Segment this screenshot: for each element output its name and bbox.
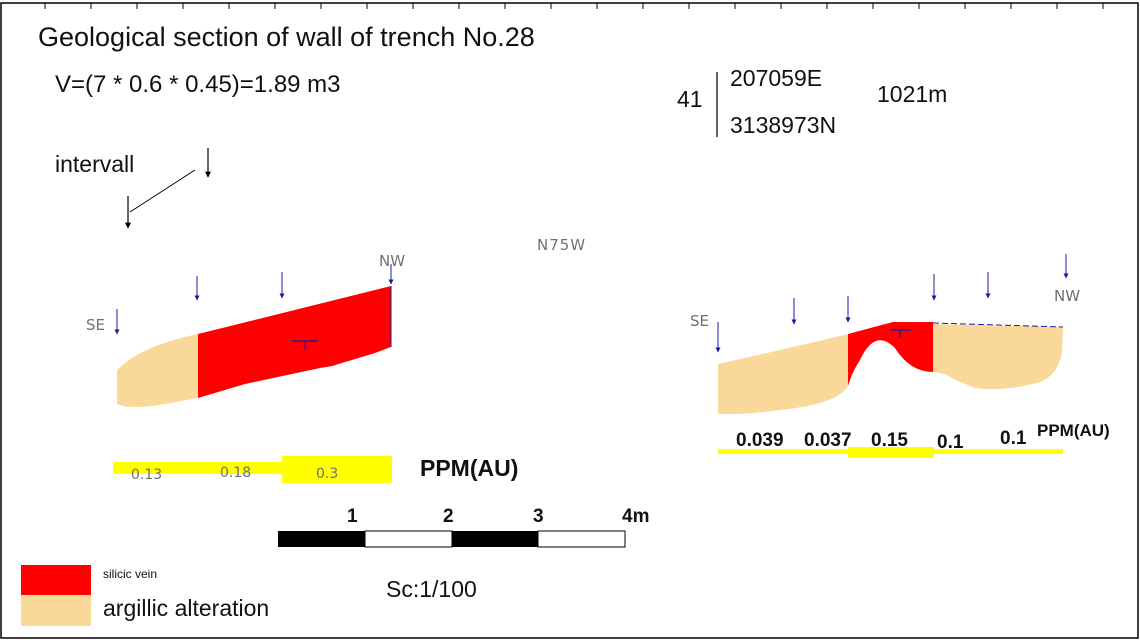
northing-value: 3138973N <box>730 112 836 138</box>
right-assay-value: 0.1 <box>937 432 964 453</box>
scale-tick-label: 2 <box>443 506 454 527</box>
point-id: 41 <box>677 86 703 112</box>
legend-label-argillic-alteration: argillic alteration <box>103 595 269 621</box>
scale-bar-segment <box>278 531 365 547</box>
point-coordinates: 41 207059E 3138973N 1021m <box>677 65 947 138</box>
scale-tick-label: 3 <box>533 506 544 527</box>
right-se-label: SE <box>690 312 709 330</box>
legend-swatch-silicic-vein <box>21 565 91 595</box>
left-assay-value: 0.18 <box>220 465 251 481</box>
left-nw-label: NW <box>379 252 405 270</box>
right-section: SE NW 0.039 0.037 0.15 0.1 0.1 PPM(AU) <box>690 254 1110 458</box>
interval-indicator: intervall <box>55 148 211 229</box>
legend-label-silicic-vein: silicic vein <box>103 567 157 581</box>
right-assay-value: 0.039 <box>736 430 784 451</box>
volume-formula: V=(7 * 0.6 * 0.45)=1.89 m3 <box>55 71 341 98</box>
scale-bar-segment <box>452 531 538 547</box>
left-argillic-zone <box>117 334 198 407</box>
interval-label: intervall <box>55 151 134 177</box>
right-nw-label: NW <box>1054 287 1080 305</box>
scale-bar-segment <box>364 530 453 548</box>
section-title: Geological section of wall of trench No.… <box>38 22 535 52</box>
assay-bar-segment <box>113 462 198 474</box>
assay-bar-segment <box>282 456 392 483</box>
assay-bar-segment <box>848 447 934 458</box>
assay-bar-segment <box>718 449 849 454</box>
right-assay-unit: PPM(AU) <box>1037 421 1110 440</box>
right-sample-markers <box>715 254 1069 353</box>
left-se-label: SE <box>86 316 105 334</box>
trend-direction: N75W <box>537 236 586 254</box>
strike-dip-symbol <box>292 340 318 350</box>
easting-value: 207059E <box>730 65 822 91</box>
interval-connector-line <box>129 169 196 213</box>
left-silicic-vein-zone <box>198 286 391 398</box>
scale-tick-label: 1 <box>347 506 358 527</box>
frame-ticks <box>44 3 1104 9</box>
right-surface-line <box>932 322 1064 328</box>
right-silicic-vein-zone <box>848 322 933 386</box>
right-argillic-zone-se <box>718 334 848 415</box>
right-assay-value: 0.037 <box>804 430 852 451</box>
scale-tick-label: 4m <box>622 506 649 527</box>
left-assay-unit: PPM(AU) <box>420 455 518 481</box>
scale-caption: Sc:1/100 <box>386 576 477 602</box>
right-assay-bar <box>718 447 1063 458</box>
legend-swatch-argillic-alteration <box>21 595 91 626</box>
left-assay-bar <box>113 456 392 483</box>
legend: silicic vein argillic alteration <box>21 565 269 626</box>
scale-bar: 1 2 3 4m <box>278 506 649 548</box>
right-argillic-zone-nw <box>933 324 1063 390</box>
elevation-value: 1021m <box>877 81 947 107</box>
left-assay-value: 0.13 <box>131 467 162 483</box>
assay-bar-segment <box>933 449 1063 454</box>
right-assay-value: 0.1 <box>1000 428 1027 449</box>
scale-bar-segment <box>537 530 626 548</box>
assay-bar-segment <box>198 462 282 474</box>
left-assay-value: 0.3 <box>316 466 338 482</box>
left-section: SE NW 0.13 0.18 0.3 PPM(AU) <box>86 252 518 483</box>
right-assay-value: 0.15 <box>871 430 908 451</box>
strike-dip-symbol <box>889 329 911 338</box>
left-sample-markers <box>114 264 394 335</box>
